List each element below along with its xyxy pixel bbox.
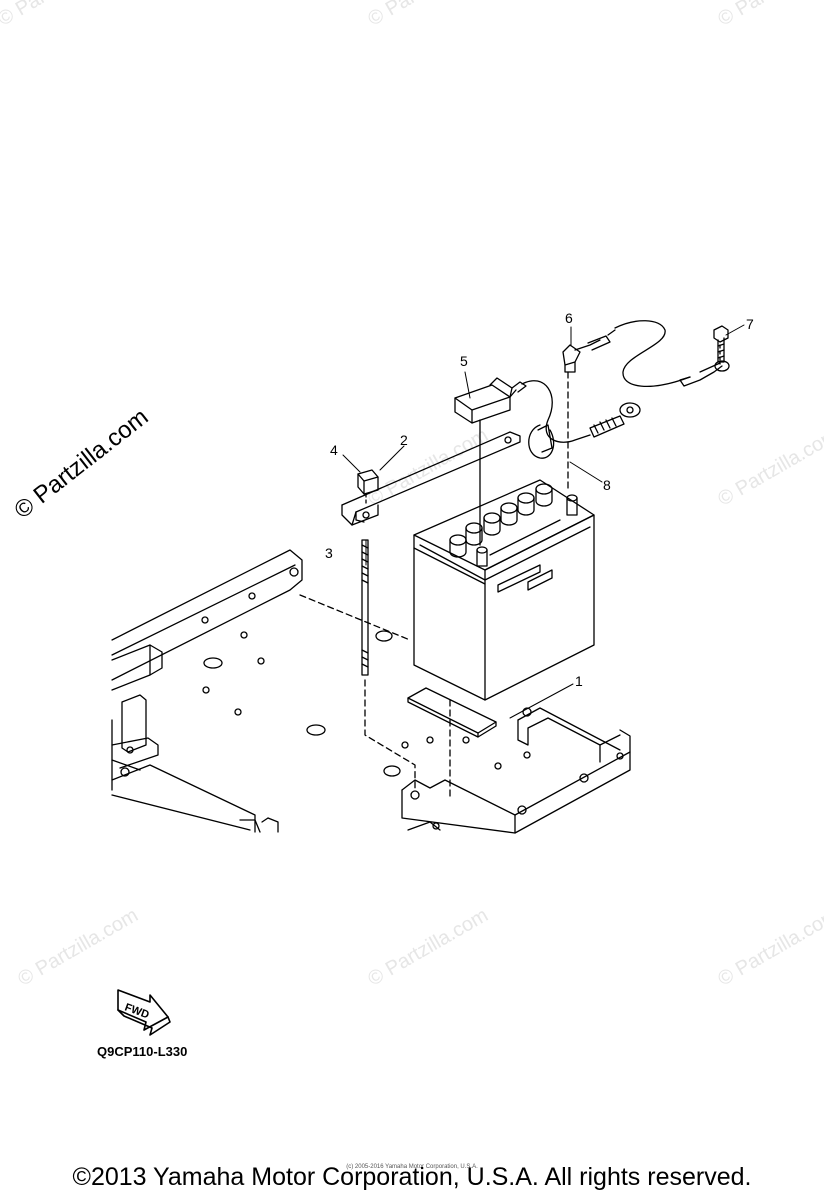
fwd-arrow-icon: FWD — [117, 989, 171, 1036]
callout-3: 3 — [325, 545, 333, 561]
battery-terminals — [476, 494, 578, 567]
battery — [413, 479, 595, 701]
diagram-code: Q9CP110-L330 — [97, 1044, 188, 1059]
callout-4: 4 — [330, 442, 338, 458]
callout-2: 2 — [400, 432, 408, 448]
stud — [361, 539, 416, 791]
callout-1: 1 — [575, 673, 583, 689]
callout-6: 6 — [565, 310, 573, 326]
callout-5: 5 — [460, 353, 468, 369]
terminal-bolt — [679, 325, 730, 387]
negative-lead — [528, 402, 641, 459]
battery-band — [341, 431, 521, 526]
battery-pad — [407, 687, 497, 738]
callout-7: 7 — [746, 316, 754, 332]
callout-8: 8 — [603, 477, 611, 493]
frame — [111, 549, 631, 834]
battery-caps — [449, 483, 553, 558]
nut — [357, 469, 379, 507]
copyright-notice: ©2013 Yamaha Motor Corporation, U.S.A. A… — [72, 1163, 752, 1191]
positive-lead — [562, 320, 691, 489]
small-credit: (c) 2005-2016 Yamaha Motor Corporation, … — [346, 1164, 478, 1170]
callouts: 1 2 3 4 5 6 7 8 — [325, 310, 754, 689]
fuse-box — [454, 377, 591, 546]
leader-lines — [342, 324, 745, 719]
